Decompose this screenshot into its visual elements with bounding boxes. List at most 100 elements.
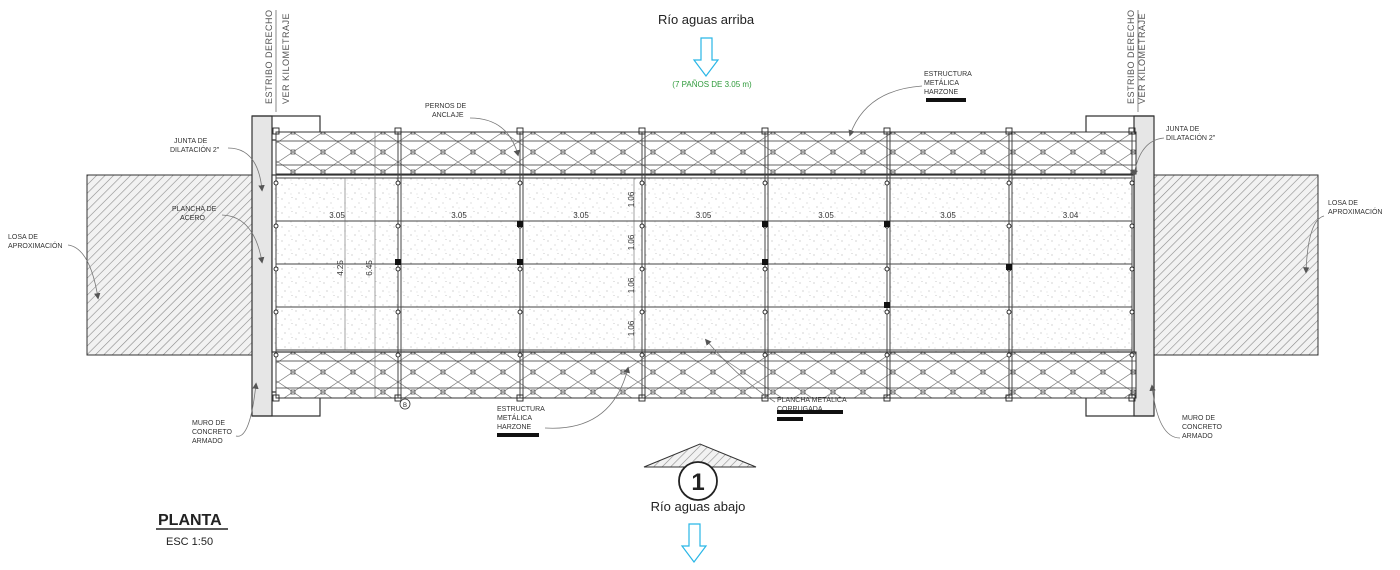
bolt-plate (884, 302, 890, 308)
bolt (395, 309, 401, 315)
bolt (762, 352, 768, 358)
bolt (1129, 352, 1135, 358)
bolt-plate (395, 259, 401, 265)
bolt (639, 309, 645, 315)
section-number: 1 (691, 469, 704, 496)
downstream-arrow-icon (680, 523, 708, 563)
bolt-plate (1006, 264, 1012, 270)
marker-b-label: B (403, 403, 407, 409)
estructura-bottom-label-3: HARZONE (497, 424, 532, 431)
bolt (639, 266, 645, 272)
span-dimension-label: 3.04 (1063, 211, 1079, 220)
losa-right-label-2: APROXIMACIÓN (1328, 207, 1382, 216)
bolt (884, 352, 890, 358)
losa-left-label-1: LOSA DE (8, 234, 38, 241)
bolt (1129, 180, 1135, 186)
bolt (762, 266, 768, 272)
plancha-acero-label-2: ACERO (180, 215, 205, 222)
bolt (639, 223, 645, 229)
right-approach-slab (1149, 174, 1319, 356)
span-dimension-label: 3.05 (696, 211, 712, 220)
span-dimension-label: 3.05 (818, 211, 834, 220)
anchor-plate (638, 127, 646, 135)
bolt-plate (762, 259, 768, 265)
downstream-label: Río aguas abajo (651, 499, 746, 514)
bolt (762, 309, 768, 315)
bolt (273, 309, 279, 315)
drawing-title: PLANTA (158, 512, 222, 529)
pernos-label-1: PERNOS DE (425, 103, 467, 110)
bolt (639, 352, 645, 358)
bolt (1129, 266, 1135, 272)
upstream-label: Río aguas arriba (658, 12, 755, 27)
marker-b-circle (399, 398, 411, 410)
anchor-plate (394, 127, 402, 135)
left-approach-slab (86, 174, 253, 356)
junta-right-label-2: DILATACIÓN 2" (1166, 133, 1216, 142)
bolt-plate (517, 259, 523, 265)
drawing-scale: ESC 1:50 (166, 536, 213, 548)
row-dimension-label: 1.06 (627, 234, 636, 250)
bolt (273, 180, 279, 186)
bolt (517, 266, 523, 272)
bolt (273, 266, 279, 272)
bolt (1129, 309, 1135, 315)
anchor-plate (883, 127, 891, 135)
bolt (884, 180, 890, 186)
bolt (395, 180, 401, 186)
span-dimension-label: 3.05 (451, 211, 467, 220)
anchor-plate (883, 394, 891, 402)
anchor-plate (516, 394, 524, 402)
estructura-bottom-label-2: METÁLICA (497, 413, 532, 422)
bolt (273, 223, 279, 229)
bolt (517, 352, 523, 358)
bolt (1006, 223, 1012, 229)
junta-left-label-2: DILATACIÓN 2" (170, 145, 220, 154)
bolt-plate (517, 221, 523, 227)
muro-right-label-3: ARMADO (1182, 433, 1213, 440)
bolt (395, 223, 401, 229)
panels-note: (7 PAÑOS DE 3.05 m) (672, 80, 752, 89)
bolt (395, 266, 401, 272)
top-truss-band (275, 131, 1137, 175)
bolt (517, 309, 523, 315)
bolt (1006, 309, 1012, 315)
right-kilometraje-label: VER KILOMETRAJE (1137, 13, 1147, 104)
bolt-plate (884, 221, 890, 227)
row-dimensions: 1.061.061.061.06 (627, 191, 636, 336)
bolt (884, 309, 890, 315)
bolt (1129, 223, 1135, 229)
estructura-top-label-1: ESTRUCTURA (924, 71, 972, 78)
span-dimension-label: 3.05 (329, 211, 345, 220)
bolt (762, 180, 768, 186)
anchor-plate (1005, 127, 1013, 135)
anchor-plate (1128, 127, 1136, 135)
anchor-plate (516, 127, 524, 135)
right-abutment-label: ESTRIBO DERECHO (1126, 9, 1136, 104)
dim-width-inner: 4.25 (336, 260, 345, 276)
bolt (639, 180, 645, 186)
losa-left-label-2: APROXIMACIÓN (8, 241, 62, 250)
upstream-arrow-icon (692, 37, 720, 77)
muro-left-label-1: MURO DE (192, 420, 225, 427)
span-dimension-label: 3.05 (573, 211, 589, 220)
muro-left-label-2: CONCRETO (192, 429, 232, 436)
bolt (1006, 352, 1012, 358)
anchor-plate (761, 127, 769, 135)
anchor-bolts (272, 127, 1136, 402)
left-kilometraje-label: VER KILOMETRAJE (281, 13, 291, 104)
junta-right-label-1: JUNTA DE (1166, 126, 1200, 133)
bottom-truss-band (275, 351, 1137, 399)
bolt (273, 352, 279, 358)
anchor-plate (394, 394, 402, 402)
estructura-bottom-label-1: ESTRUCTURA (497, 406, 545, 413)
estructura-top-label-3: HARZONE (924, 89, 959, 96)
bolt (517, 180, 523, 186)
plancha-corrugada-label-1: PLANCHA METÁLICA (777, 395, 847, 404)
estructura-top-label-2: METÁLICA (924, 78, 959, 87)
muro-left-label-3: ARMADO (192, 438, 223, 445)
muro-right-label-1: MURO DE (1182, 415, 1215, 422)
row-dimension-label: 1.06 (627, 277, 636, 293)
bolt (1006, 180, 1012, 186)
